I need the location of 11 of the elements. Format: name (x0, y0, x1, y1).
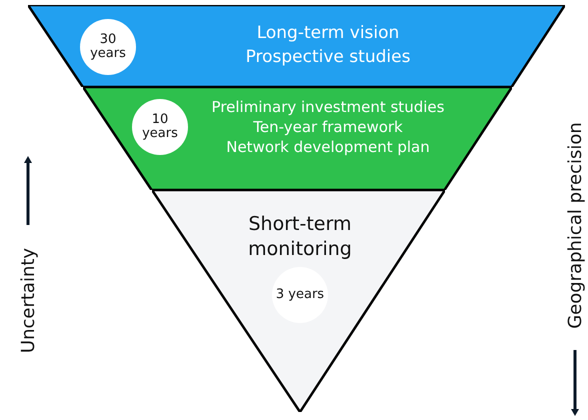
tier-text: Preliminary investment studies (212, 97, 444, 117)
pyramid-tier (152, 190, 445, 412)
tier-text: Ten-year framework (253, 117, 403, 137)
tier-text: Network development plan (226, 137, 430, 157)
tier-text: Prospective studies (246, 46, 410, 69)
pyramid-tier (28, 5, 565, 87)
tier-text: Long-term vision (256, 22, 400, 45)
axis-label: Geographical precision (564, 122, 586, 328)
pyramid-tier (83, 87, 512, 190)
axis-label: Uncertainty (18, 247, 39, 353)
tier-text: Short-term monitoring (247, 212, 353, 262)
